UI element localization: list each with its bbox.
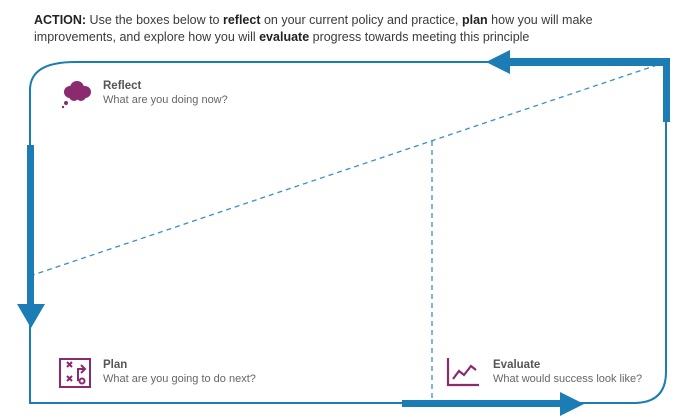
arrow-top-left [486,50,670,122]
plan-question: What are you going to do next? [103,373,256,385]
keyword-evaluate: evaluate [259,30,310,44]
reflect-question: What are you doing now? [103,94,228,106]
evaluate-question: What would success look like? [493,373,643,385]
thought-cloud-icon [60,80,94,110]
strategy-board-icon [58,357,92,389]
action-instruction: ACTION: Use the boxes below to reflect o… [34,13,593,44]
arrow-bottom-right [402,392,584,416]
cycle-frame [29,61,667,404]
keyword-plan: plan [462,13,488,27]
evaluate-title: Evaluate [493,359,541,371]
action-label: ACTION: [34,13,87,27]
plan-title: Plan [103,359,128,371]
line-graph-icon [445,356,481,388]
arrow-left-down [17,145,45,328]
reflect-title: Reflect [103,80,142,92]
keyword-reflect: reflect [222,13,261,27]
dashed-diagonal [29,61,667,277]
